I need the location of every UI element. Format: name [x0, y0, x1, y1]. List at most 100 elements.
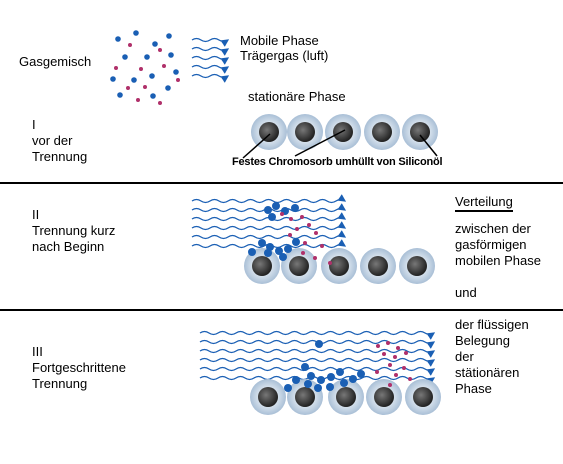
stage3-flow-arrow-5 [199, 375, 436, 385]
stage3-magenta-molecule-0 [376, 344, 380, 348]
divider-2 [0, 309, 563, 311]
stage3-flow-arrow-3 [199, 357, 436, 367]
stage3-blue-molecule-3 [317, 376, 325, 384]
stage2-blue-molecule-11 [264, 249, 272, 257]
stage2-magenta-molecule-6 [288, 233, 292, 237]
gas-blue-molecule-9 [149, 73, 155, 79]
stage3-magenta-molecule-5 [404, 351, 408, 355]
stage3-blue-molecule-9 [326, 383, 334, 391]
support-pointer-1 [242, 133, 271, 159]
stage2-blue-molecule-12 [279, 253, 287, 261]
gas-magenta-molecule-4 [162, 64, 166, 68]
stage3-particle-core-4 [413, 387, 433, 407]
stage3-particle-core-0 [258, 387, 278, 407]
explanation-line-7: der [455, 349, 474, 364]
stage1-particle-core-2 [333, 122, 353, 142]
gas-blue-molecule-7 [110, 76, 116, 82]
gas-magenta-molecule-1 [158, 48, 162, 52]
gas-magenta-molecule-6 [143, 85, 147, 89]
stage2-blue-molecule-9 [292, 238, 300, 246]
stage2-particle-core-4 [407, 256, 427, 276]
stage3-magenta-molecule-3 [382, 352, 386, 356]
stage3-magenta-molecule-8 [375, 370, 379, 374]
stage3-particle-core-3 [374, 387, 394, 407]
stage2-magenta-molecule-10 [313, 256, 317, 260]
stage3-magenta-molecule-1 [386, 341, 390, 345]
stage3-blue-molecule-7 [304, 380, 312, 388]
stage2-magenta-molecule-1 [289, 217, 293, 221]
stage2-blue-molecule-8 [284, 245, 292, 253]
gas-blue-molecule-2 [152, 41, 158, 47]
explanation-line-8: stätionären [455, 365, 520, 380]
stage2-particle-core-1 [289, 256, 309, 276]
stage2-blue-molecule-7 [275, 247, 283, 255]
stage3-particle-core-2 [336, 387, 356, 407]
stage3-flow-arrow-4 [199, 366, 436, 376]
stage2-magenta-molecule-0 [280, 212, 284, 216]
carrier-gas-flow-arrow-1 [191, 46, 230, 56]
stage2-flow-arrow-3 [191, 221, 347, 231]
stage2-magenta-molecule-5 [314, 231, 318, 235]
stage2-blue-molecule-5 [258, 239, 266, 247]
explanation-line-1: zwischen der [455, 221, 531, 236]
stationary-phase-label: stationäre Phase [248, 89, 346, 104]
carrier-gas-label: Trägergas (luft) [240, 48, 329, 63]
stage1-particle-core-4 [410, 122, 430, 142]
stage2-particle-core-2 [329, 256, 349, 276]
stage3-blue-molecule-13 [284, 384, 292, 392]
gas-blue-molecule-0 [115, 36, 121, 42]
stage2-magenta-molecule-3 [307, 223, 311, 227]
support-pointer-2 [294, 129, 346, 157]
gas-blue-molecule-5 [144, 54, 150, 60]
explanation-line-3: mobilen Phase [455, 253, 541, 268]
stage3-blue-molecule-6 [292, 376, 300, 384]
gas-magenta-molecule-0 [128, 43, 132, 47]
carrier-gas-flow-arrow-4 [191, 73, 230, 83]
stage2-particle-core-0 [252, 256, 272, 276]
stage2-blue-molecule-0 [264, 206, 272, 214]
stage3-blue-molecule-10 [340, 379, 348, 387]
stage3-blue-molecule-11 [349, 375, 357, 383]
gas-magenta-molecule-9 [158, 101, 162, 105]
stage2-blue-molecule-3 [291, 204, 299, 212]
gas-blue-molecule-13 [165, 85, 171, 91]
stage-3-number: III [32, 344, 43, 359]
explanation-line-2: gasförmigen [455, 237, 527, 252]
divider-1 [0, 182, 563, 184]
explanation-line-9: Phase [455, 381, 492, 396]
stage-1-number: I [32, 117, 36, 132]
gas-blue-molecule-1 [133, 30, 139, 36]
support-pointer-3 [419, 134, 438, 157]
stage3-blue-molecule-12 [357, 370, 365, 378]
stage2-magenta-molecule-9 [301, 251, 305, 255]
gas-blue-molecule-8 [131, 77, 137, 83]
carrier-gas-flow-arrow-3 [191, 64, 230, 74]
explanation-line-6: Belegung [455, 333, 510, 348]
stage1-particle-core-0 [259, 122, 279, 142]
stage-1-line2: Trennung [32, 149, 88, 164]
stage2-blue-molecule-1 [272, 202, 280, 210]
stage2-magenta-molecule-8 [320, 244, 324, 248]
stage1-particle-core-3 [372, 122, 392, 142]
explanation-line-5: der flüssigen [455, 317, 529, 332]
gas-magenta-molecule-3 [139, 67, 143, 71]
stage2-magenta-molecule-11 [328, 261, 332, 265]
stage2-flow-arrow-4 [191, 230, 347, 240]
stage-3-line2: Trennung [32, 376, 88, 391]
stage2-magenta-molecule-2 [300, 215, 304, 219]
gas-blue-molecule-3 [166, 33, 172, 39]
stage3-flow-arrow-2 [199, 348, 436, 358]
stage3-flow-arrow-0 [199, 330, 436, 340]
gas-blue-molecule-11 [117, 92, 123, 98]
stage3-magenta-molecule-7 [402, 366, 406, 370]
gas-blue-molecule-10 [173, 69, 179, 75]
stage-2-number: II [32, 207, 40, 222]
stage3-magenta-molecule-9 [394, 373, 398, 377]
stage3-blue-molecule-2 [307, 372, 315, 380]
carrier-gas-flow-arrow-0 [191, 37, 230, 47]
gas-magenta-molecule-2 [114, 66, 118, 70]
stage-2-line2: nach Beginn [32, 239, 105, 254]
stage2-magenta-molecule-4 [295, 227, 299, 231]
